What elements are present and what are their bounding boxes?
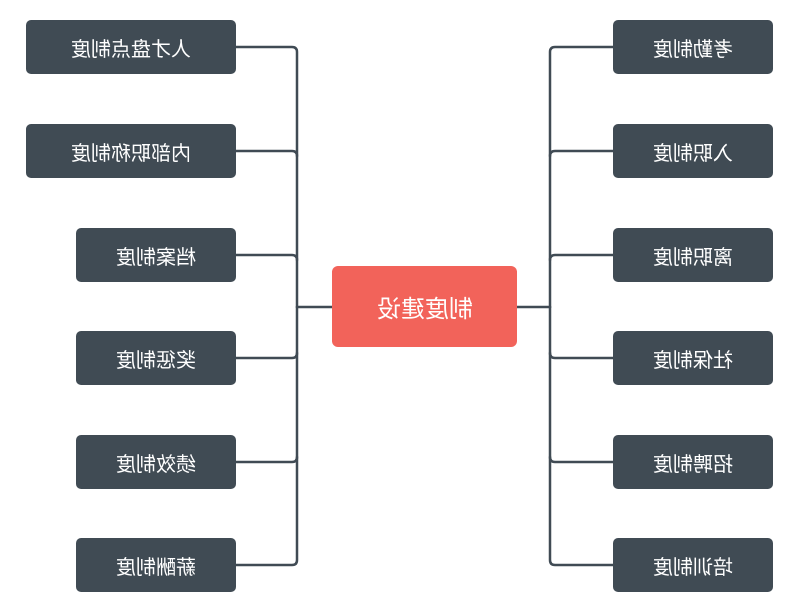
connector-left-5 bbox=[234, 455, 299, 464]
connector-right-3 bbox=[548, 253, 615, 262]
connector-left-4 bbox=[234, 351, 299, 360]
left-node-2[interactable]: 内部职称制度 bbox=[26, 124, 236, 178]
connector-right-1 bbox=[548, 45, 615, 309]
right-node-1-label: 考勤制度 bbox=[653, 36, 733, 61]
right-node-1[interactable]: 考勤制度 bbox=[613, 20, 773, 74]
connector-left-1 bbox=[234, 45, 299, 309]
left-node-5[interactable]: 绩效制度 bbox=[76, 435, 236, 489]
left-node-3-label: 档案制度 bbox=[116, 244, 196, 269]
right-node-4-label: 社保制度 bbox=[653, 347, 733, 372]
left-node-3[interactable]: 档案制度 bbox=[76, 228, 236, 282]
right-node-2[interactable]: 入职制度 bbox=[613, 124, 773, 178]
connector-right-5 bbox=[548, 455, 615, 464]
connector-left-6 bbox=[234, 305, 299, 567]
connector-left-3 bbox=[234, 253, 299, 262]
connector-left-2 bbox=[234, 149, 299, 158]
connector-right-2 bbox=[548, 149, 615, 158]
connector-right-6 bbox=[548, 305, 615, 567]
right-node-6[interactable]: 培训制度 bbox=[613, 538, 773, 592]
central-topic[interactable]: 制度建设 bbox=[332, 266, 517, 347]
right-node-3-label: 离职制度 bbox=[653, 244, 733, 269]
right-node-5[interactable]: 招聘制度 bbox=[613, 435, 773, 489]
left-node-4[interactable]: 奖惩制度 bbox=[76, 331, 236, 385]
connector-right-4 bbox=[548, 351, 615, 360]
left-node-6[interactable]: 薪酬制度 bbox=[76, 538, 236, 592]
left-node-1[interactable]: 人才盘点制度 bbox=[26, 20, 236, 74]
right-node-4[interactable]: 社保制度 bbox=[613, 331, 773, 385]
right-node-3[interactable]: 离职制度 bbox=[613, 228, 773, 282]
left-node-1-label: 人才盘点制度 bbox=[71, 36, 191, 61]
right-node-5-label: 招聘制度 bbox=[653, 451, 733, 476]
right-node-6-label: 培训制度 bbox=[653, 554, 733, 579]
left-node-6-label: 薪酬制度 bbox=[116, 554, 196, 579]
right-node-2-label: 入职制度 bbox=[653, 140, 733, 165]
left-node-5-label: 绩效制度 bbox=[116, 451, 196, 476]
left-node-4-label: 奖惩制度 bbox=[116, 347, 196, 372]
central-topic-label: 制度建设 bbox=[376, 295, 473, 323]
left-node-2-label: 内部职称制度 bbox=[71, 140, 191, 165]
